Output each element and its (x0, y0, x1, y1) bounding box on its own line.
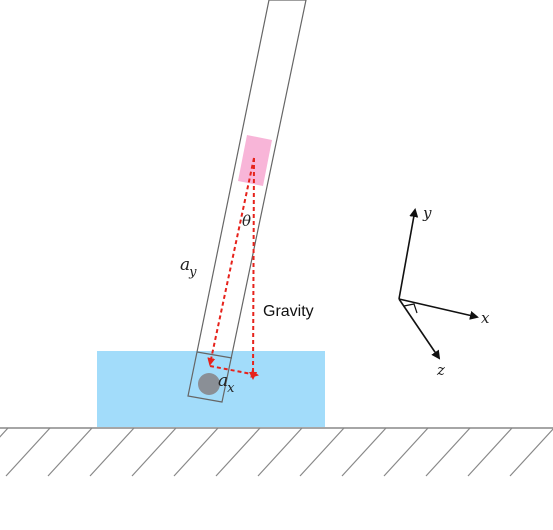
a-y-label: ay (180, 255, 197, 280)
z-axis-label: z (436, 361, 445, 379)
a-x-label: ax (218, 371, 235, 396)
sensor-block (238, 135, 272, 186)
a-x-label-sub: x (227, 381, 235, 396)
gravity-vector (249, 157, 258, 380)
tube-bottom-cap (196, 351, 233, 359)
ground-hatching (0, 427, 553, 477)
x-axis-arrow (398, 298, 479, 320)
z-axis-arrow (398, 298, 441, 360)
a-y-label-sub: y (188, 265, 197, 280)
a-y-vector (207, 157, 255, 366)
right-angle-mark (403, 303, 418, 314)
a-y-label-main: a (180, 255, 190, 275)
x-axis-label: x (481, 309, 490, 327)
ball (198, 373, 220, 395)
gravity-label: Gravity (263, 303, 314, 320)
a-x-label-main: a (218, 371, 228, 391)
y-axis-arrow (398, 208, 419, 300)
tilted-tube (187, 0, 307, 403)
y-axis-label: y (422, 204, 432, 222)
a-x-vector (209, 365, 259, 378)
coordinate-axes: y x z (398, 204, 490, 379)
theta-label: θ (242, 212, 251, 230)
